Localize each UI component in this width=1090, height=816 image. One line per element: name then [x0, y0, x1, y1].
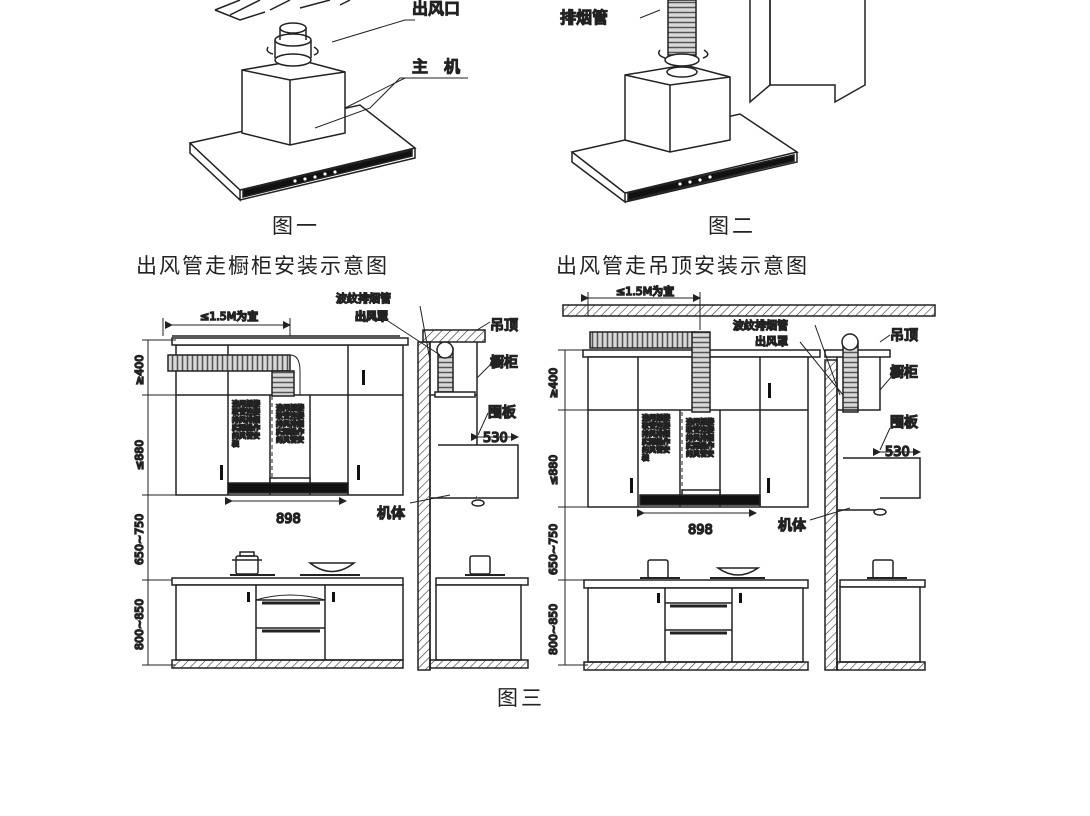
pot-right — [647, 559, 669, 579]
left-h-mount: 650~750 — [133, 514, 146, 565]
svg-text:的风管安: 的风管安 — [232, 431, 260, 440]
left-width-dim: 898 — [276, 512, 301, 527]
left-span-label: ≤1.5M为宜 — [200, 309, 258, 323]
left-corrugated-label: 波纹排烟管 — [336, 291, 391, 305]
left-outlet-cover-label: 出风罩 — [355, 309, 388, 323]
wall-cabinet-2 — [749, 0, 771, 104]
wok-left — [307, 562, 357, 573]
right-depth-dim: 530 — [885, 445, 910, 460]
pot-left — [235, 555, 259, 575]
right-note-b: 选用插接 软管连接 排风排烟 实际操作 的风管安 — [685, 416, 715, 459]
left-cabinet-label: 橱柜 — [490, 355, 518, 371]
svg-text:实际操作: 实际操作 — [642, 437, 670, 446]
figure-2-caption: 图二 — [708, 214, 756, 238]
vertical-duct-left — [271, 370, 295, 397]
countertop-left — [171, 577, 404, 586]
leader-outlet — [331, 19, 415, 43]
svg-text:软管连接: 软管连接 — [232, 407, 260, 416]
right-span-label: ≤1.5M为宜 — [616, 284, 674, 298]
hood-left — [227, 482, 349, 494]
svg-text:装: 装 — [232, 439, 239, 448]
right-note-a: 选用插接 软管连接 排风排烟 实际操作 的风管安 装 — [641, 412, 671, 463]
right-h-counter: 800~850 — [547, 604, 560, 655]
right-outlet-cover-label: 出风罩 — [755, 334, 788, 348]
ceiling-slab-left — [422, 329, 486, 343]
svg-text:装: 装 — [642, 453, 649, 462]
right-cabinet-label: 橱柜 — [890, 365, 918, 381]
left-note-a: 选用插接 软管连接 排风排烟 实际操作 的风管安 装 — [231, 398, 261, 449]
svg-text:实际操作: 实际操作 — [232, 423, 260, 432]
exhaust-pipe-2 — [667, 0, 697, 56]
left-h-counter: 800~850 — [133, 599, 146, 650]
side-duct-right — [842, 341, 859, 413]
hood-right — [639, 494, 761, 506]
svg-text:的风管安: 的风管安 — [642, 445, 670, 454]
figure-2-drawing — [570, 0, 866, 204]
svg-text:实际操作: 实际操作 — [276, 427, 304, 436]
base-cabinet-right — [587, 587, 804, 663]
left-depth-dim: 530 — [483, 431, 508, 446]
svg-text:排风排烟: 排风排烟 — [232, 415, 260, 424]
right-panel-label: 围板 — [890, 415, 918, 431]
ceiling-slab-right — [562, 304, 936, 317]
figure-3-left-drawing — [142, 305, 529, 671]
figure-1-drawing — [188, 0, 468, 202]
figure-1-caption: 图一 — [272, 214, 320, 238]
wall-left — [417, 341, 431, 671]
svg-text:软管连接: 软管连接 — [276, 411, 304, 420]
svg-text:选用插接: 选用插接 — [276, 403, 304, 412]
left-unit-label: 机体 — [377, 506, 405, 522]
svg-text:实际操作: 实际操作 — [686, 441, 714, 450]
right-h-cabinet: ≤880 — [547, 455, 560, 485]
left-note-b: 选用插接 软管连接 排风排烟 实际操作 的风管安 — [275, 402, 305, 445]
base-cabinet-left — [175, 584, 404, 661]
vertical-duct-right — [691, 331, 711, 413]
right-ceiling-label: 吊顶 — [890, 328, 918, 344]
svg-text:的风管安: 的风管安 — [276, 435, 304, 444]
callout-exhaust-pipe: 排烟管 — [560, 8, 608, 27]
right-h-top: ≥400 — [547, 368, 560, 398]
svg-text:排风排烟: 排风排烟 — [642, 429, 670, 438]
leader-main-unit — [314, 77, 468, 129]
svg-text:选用插接: 选用插接 — [642, 413, 670, 422]
right-section-title: 出风管走吊顶安装示意图 — [556, 254, 809, 278]
svg-text:软管连接: 软管连接 — [642, 421, 670, 430]
figure-3-right-drawing — [558, 292, 936, 671]
floor-right — [583, 661, 809, 671]
wok-right — [715, 567, 761, 576]
callout-main-unit: 主 机 — [412, 57, 460, 76]
side-hood-right — [843, 457, 921, 499]
right-h-mount: 650~750 — [547, 524, 560, 575]
left-ceiling-label: 吊顶 — [490, 318, 518, 334]
svg-text:的风管安: 的风管安 — [686, 449, 714, 458]
svg-text:软管连接: 软管连接 — [686, 425, 714, 434]
left-panel-label: 围板 — [488, 405, 516, 421]
right-corrugated-label: 波纹排烟管 — [733, 318, 788, 332]
control-strip-1 — [242, 149, 413, 198]
right-width-dim: 898 — [688, 523, 713, 538]
left-h-top: ≥400 — [133, 355, 146, 385]
figure-3-caption: 图三 — [497, 686, 545, 710]
left-section-title: 出风管走橱柜安装示意图 — [136, 254, 389, 278]
callout-outlet: 出风口 — [412, 0, 460, 18]
side-hood-left — [438, 444, 519, 499]
left-h-cabinet: ≤880 — [133, 440, 146, 470]
svg-text:排风排烟: 排风排烟 — [276, 419, 304, 428]
svg-text:选用插接: 选用插接 — [232, 399, 260, 408]
right-unit-label: 机体 — [778, 518, 806, 534]
horizontal-duct-left — [167, 354, 291, 372]
outlet-collar-1 — [274, 53, 312, 67]
floor-left — [171, 659, 404, 669]
svg-text:选用插接: 选用插接 — [686, 417, 714, 426]
svg-text:排风排烟: 排风排烟 — [686, 433, 714, 442]
horizontal-duct-right — [589, 331, 697, 349]
countertop-right — [583, 579, 809, 589]
